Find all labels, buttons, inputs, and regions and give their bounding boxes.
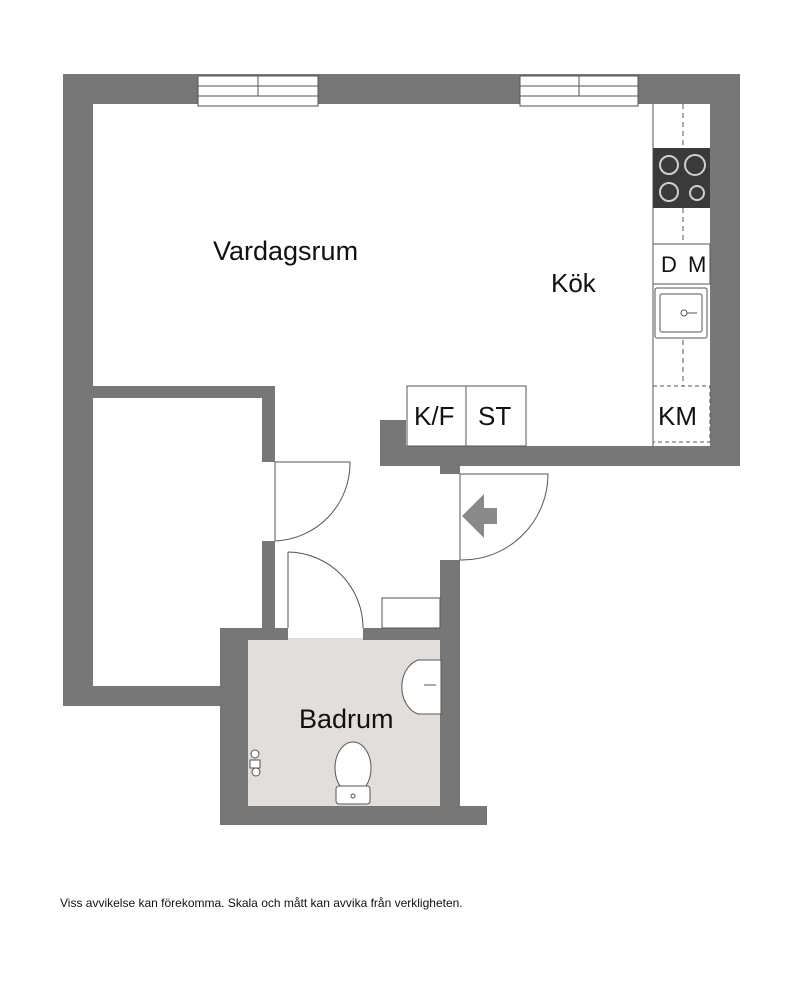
shower-mixer-icon xyxy=(249,749,261,777)
washing-machine-label: KM xyxy=(658,401,697,431)
hob-icon xyxy=(653,148,710,208)
sink-icon xyxy=(654,287,708,339)
dishwasher-label: D xyxy=(661,252,677,277)
doors xyxy=(274,461,549,629)
disclaimer-text: Viss avvikelse kan förekomma. Skala och … xyxy=(60,896,463,910)
toilet-icon xyxy=(334,741,372,805)
room-label-bathroom: Badrum xyxy=(299,704,394,734)
room-label-living: Vardagsrum xyxy=(213,236,359,266)
washbasin-icon xyxy=(401,659,442,715)
room-label-kitchen: Kök xyxy=(551,268,596,298)
cabinets xyxy=(406,385,527,447)
dishwasher-microwave-box xyxy=(652,243,711,285)
windows xyxy=(197,75,639,107)
microwave-label: M xyxy=(688,252,707,277)
fridge-freezer-label: K/F xyxy=(414,401,455,431)
storage-label: ST xyxy=(478,401,512,431)
entrance-arrow-icon xyxy=(462,494,497,538)
